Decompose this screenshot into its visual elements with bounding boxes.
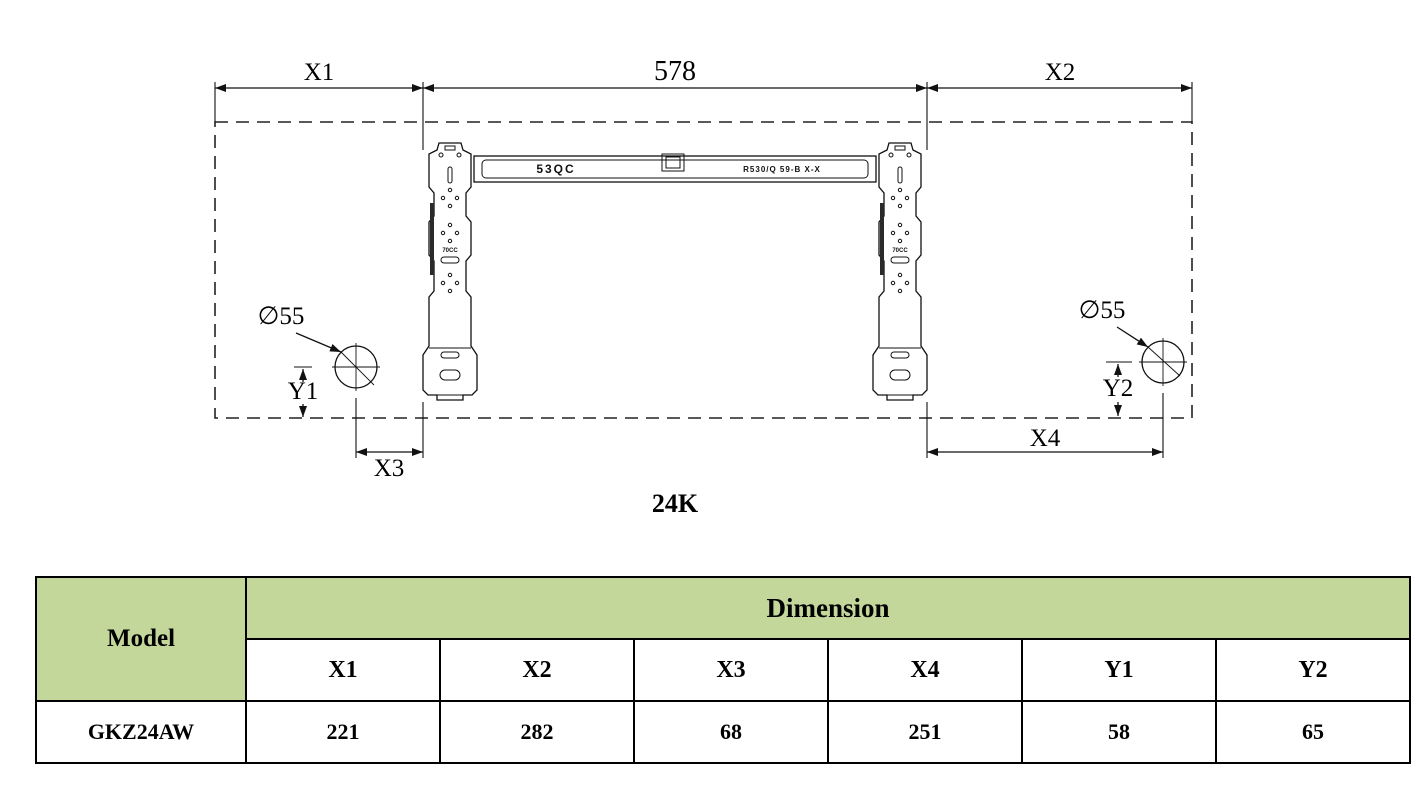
table-header-row-2: X1 X2 X3 X4 Y1 Y2: [36, 638, 1411, 702]
value-y2: 65: [1215, 700, 1411, 764]
drawing-caption: 24K: [652, 489, 699, 518]
rail-model-label: 53QC: [536, 162, 575, 176]
dim-label-hole-right: ∅55: [1079, 297, 1126, 324]
dim-label-578: 578: [654, 56, 696, 87]
y1-dimension: [294, 366, 312, 417]
bracket-foot-slot: [439, 369, 461, 381]
column-header-y2: Y2: [1215, 638, 1411, 702]
top-extension-lines: [214, 82, 1193, 150]
value-x3: 68: [633, 700, 829, 764]
dim-label-y1: Y1: [288, 378, 319, 405]
x4-dimension: [926, 393, 1164, 458]
engineering-drawing: X1 578 X2 53QC R530/Q 59-B X-X: [214, 56, 1193, 518]
column-header-y1: Y1: [1021, 638, 1217, 702]
dim-label-hole-left: ∅55: [258, 303, 305, 330]
rail-clip-icon: [661, 153, 685, 172]
bracket-hole-pattern: [440, 187, 460, 294]
column-header-x3: X3: [633, 638, 829, 702]
value-y1: 58: [1021, 700, 1217, 764]
column-header-x4: X4: [827, 638, 1023, 702]
bracket-slot-upper: [440, 256, 460, 264]
table-data-row: GKZ24AW 221 282 68 251 58 65: [35, 700, 1411, 764]
column-header-x1: X1: [245, 638, 441, 702]
left-hole: [295, 332, 380, 391]
dimension-table: Model Dimension X1 X2 X3 X4 Y1 Y2 GKZ24A…: [35, 576, 1411, 764]
model-header-cell: Model: [35, 576, 247, 702]
dim-label-x3: X3: [374, 455, 405, 482]
bracket-stamp-label: 70CC: [442, 248, 458, 254]
bracket-cap-details: [438, 145, 462, 184]
x3-dimension: [355, 398, 424, 458]
dimension-header-cell: Dimension: [245, 576, 1411, 640]
bracket-slot-lower: [440, 351, 460, 359]
column-header-x2: X2: [439, 638, 635, 702]
dim-label-x4: X4: [1030, 425, 1061, 452]
value-x1: 221: [245, 700, 441, 764]
rail-spec-label: R530/Q 59-B X-X: [743, 165, 821, 174]
left-bracket: 70CC: [422, 142, 478, 401]
dim-label-x2: X2: [1045, 59, 1076, 86]
top-rail: 53QC R530/Q 59-B X-X: [473, 153, 877, 183]
value-x4: 251: [827, 700, 1023, 764]
dim-label-x1: X1: [304, 59, 335, 86]
right-bracket: [872, 142, 928, 401]
bracket-side-print: [430, 203, 434, 275]
model-name-cell: GKZ24AW: [35, 700, 247, 764]
table-header-row-1: Model Dimension: [35, 576, 1411, 702]
dim-label-y2: Y2: [1103, 375, 1134, 402]
value-x2: 282: [439, 700, 635, 764]
dashed-boundary-box: [214, 121, 1193, 419]
right-hole: [1106, 326, 1187, 386]
